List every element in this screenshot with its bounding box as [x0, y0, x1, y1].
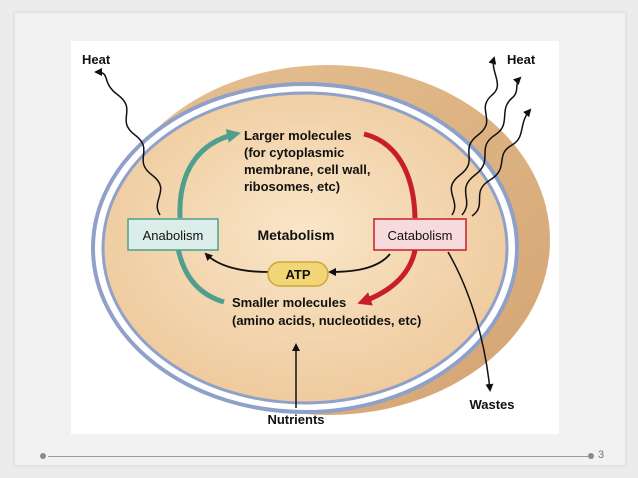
heat-label-left: Heat: [82, 52, 111, 67]
heat-label-right: Heat: [507, 52, 536, 67]
atp-label: ATP: [285, 267, 310, 282]
smaller-molecules-line-2: (amino acids, nucleotides, etc): [232, 313, 421, 328]
anabolism-arrow-up: [177, 129, 241, 219]
footer-dot-right: [588, 453, 594, 459]
larger-molecules-line-4: ribosomes, etc): [244, 179, 340, 194]
atp-arrow-in: [328, 253, 391, 276]
larger-molecules-line-1: Larger molecules: [244, 128, 352, 143]
heat-arrow-right-3: [471, 108, 532, 217]
page-number: 3: [598, 449, 605, 461]
larger-molecules-line-3: membrane, cell wall,: [244, 162, 370, 177]
atp-arrow-out: [204, 252, 269, 273]
footer-dot-left: [40, 453, 46, 459]
catabolism-arrow-down: [363, 131, 418, 219]
heat-arrow-right-1: [450, 56, 499, 216]
anabolism-box: [127, 218, 219, 251]
smaller-molecules-label: Smaller molecules (amino acids, nucleoti…: [232, 295, 421, 328]
catabolism-label: Catabolism: [387, 228, 452, 243]
nutrients-label: Nutrients: [267, 412, 324, 427]
heat-arrow-right-2: [461, 76, 522, 216]
wastes-arrow: [447, 251, 494, 392]
smaller-molecules-line-1: Smaller molecules: [232, 295, 346, 310]
larger-molecules-line-2: (for cytoplasmic: [244, 145, 344, 160]
catabolism-arrow-to-smaller: [357, 249, 418, 306]
anabolism-arrow-down: [175, 247, 225, 305]
atp-pill: [267, 261, 329, 287]
footer-divider-left: [48, 456, 588, 457]
larger-molecules-label: Larger molecules (for cytoplasmic membra…: [244, 128, 374, 194]
heat-arrow-left: [94, 68, 162, 216]
anabolism-label: Anabolism: [143, 228, 204, 243]
metabolism-label: Metabolism: [257, 227, 334, 243]
catabolism-box: [373, 218, 467, 251]
wastes-label: Wastes: [469, 397, 514, 412]
